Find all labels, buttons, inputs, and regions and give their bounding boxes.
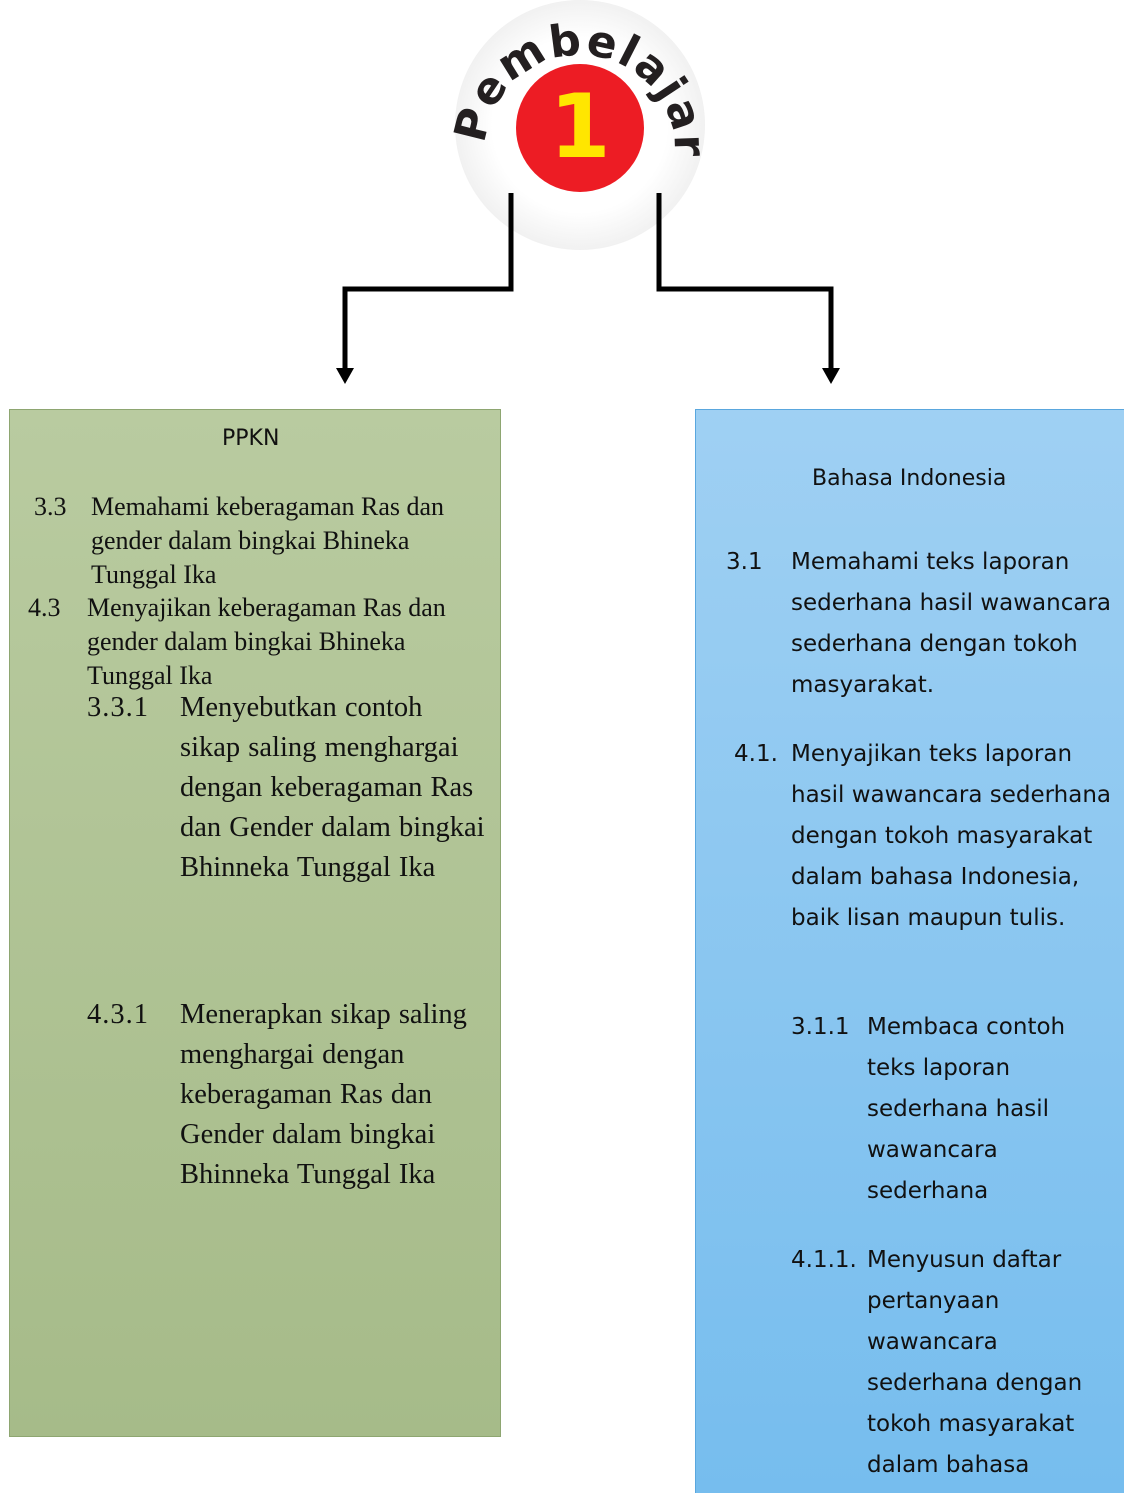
indicator-number: 3.3.1 — [87, 692, 149, 723]
indicator-text: Menyebutkan contoh sikap saling mengharg… — [180, 692, 485, 883]
competency-text: Menyajikan teks laporan hasil wawancara … — [791, 741, 1112, 931]
bahasa-indonesia-box: Bahasa Indonesia 3.1 Memahami teks lapor… — [695, 409, 1124, 1493]
right-arrowhead — [822, 368, 840, 384]
badge-red-circle — [516, 64, 644, 192]
indicator-text: Menerapkan sikap saling menghargai denga… — [180, 999, 467, 1190]
left-arrowhead — [336, 368, 354, 384]
indicator-text: Menyusun daftar pertanyaan wawancara sed… — [867, 1247, 1083, 1478]
badge-number: 1 — [549, 75, 610, 178]
ppkn-title: PPKN — [222, 426, 280, 451]
indicator-number: 3.1.1 — [791, 1014, 850, 1040]
competency-text: Memahami keberagaman Ras dan gender dala… — [91, 492, 445, 589]
competency-number: 4.3 — [28, 593, 61, 622]
indicator-text: Membaca contoh teks laporan sederhana ha… — [867, 1014, 1066, 1204]
competency-number: 3.1 — [726, 549, 763, 575]
indicator-number: 4.3.1 — [87, 999, 149, 1030]
pembelajaran-badge: Pembelajaran 1 — [433, 0, 713, 250]
competency-number: 3.3 — [34, 492, 67, 521]
ppkn-box: PPKN 3.3 Memahami keberagaman Ras dan ge… — [9, 409, 501, 1437]
competency-text: Menyajikan keberagaman Ras dan gender da… — [87, 593, 446, 690]
competency-number: 4.1. — [734, 741, 778, 767]
indicator-number: 4.1.1. — [791, 1247, 857, 1273]
left-connector-line — [342, 193, 514, 372]
connector-arrows — [336, 193, 840, 384]
right-connector-line — [656, 193, 834, 372]
competency-text: Memahami teks laporan sederhana hasil wa… — [791, 549, 1112, 698]
bahasa-indonesia-title: Bahasa Indonesia — [812, 466, 1007, 491]
